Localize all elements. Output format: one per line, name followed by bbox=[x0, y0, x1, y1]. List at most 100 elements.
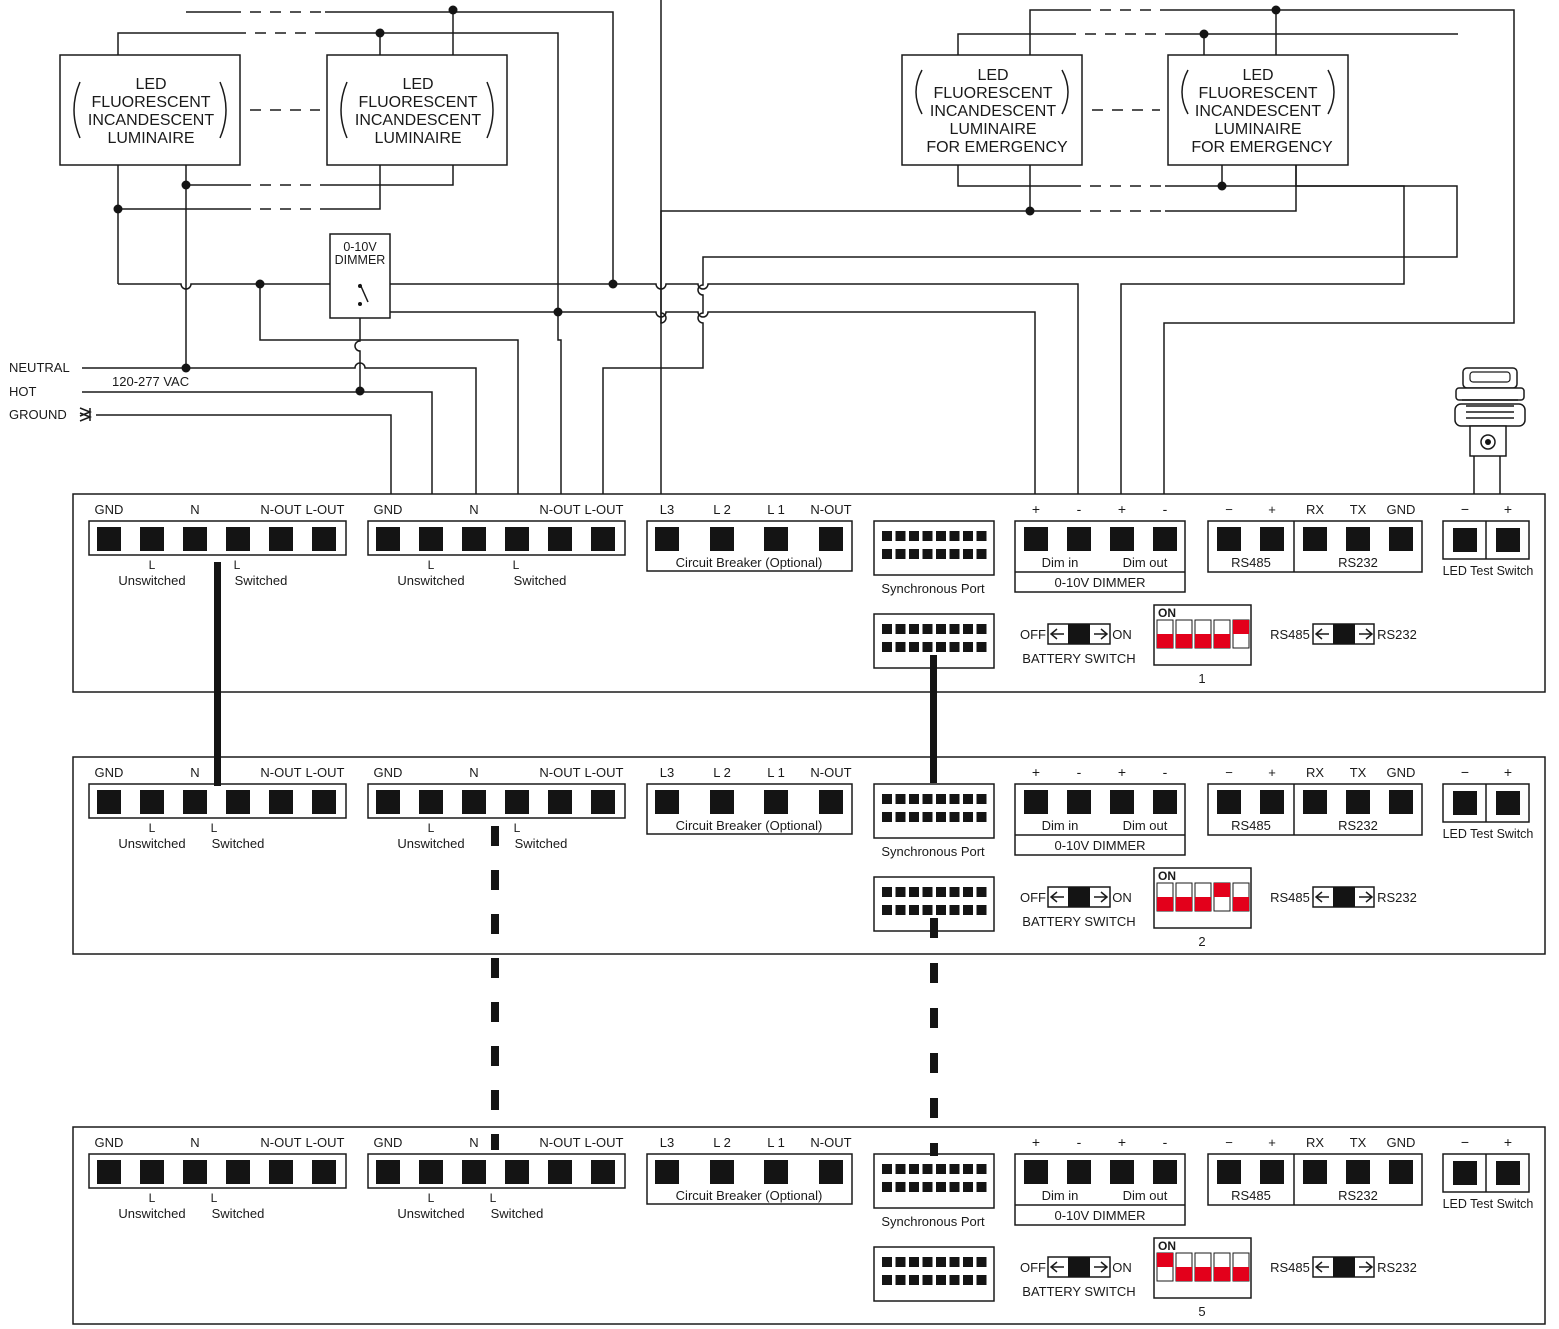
terminal-header: GND bbox=[95, 502, 124, 517]
dimmer-sign: - bbox=[1163, 501, 1168, 517]
hot-label: HOT bbox=[9, 384, 37, 399]
terminal-screw bbox=[183, 1160, 207, 1184]
terminal-screw bbox=[462, 790, 486, 814]
terminal-header: GND bbox=[374, 1135, 403, 1150]
arrow-right-icon bbox=[1359, 1261, 1374, 1273]
dip-lever bbox=[1233, 620, 1249, 634]
breaker-terminal bbox=[710, 1160, 734, 1184]
port-pin bbox=[895, 794, 906, 804]
switched-label: Switched bbox=[212, 836, 265, 851]
port-pin bbox=[895, 642, 906, 652]
port-pin bbox=[922, 1164, 933, 1174]
terminal-screw bbox=[462, 1160, 486, 1184]
port-pin bbox=[922, 887, 933, 897]
luminaire-line: FOR EMERGENCY bbox=[926, 139, 1068, 156]
comm-header: RX bbox=[1306, 502, 1324, 517]
switched-l-label: L bbox=[211, 1191, 218, 1205]
dip-lever bbox=[1214, 1267, 1230, 1281]
port-pin bbox=[922, 531, 933, 541]
terminal-screw bbox=[419, 527, 443, 551]
breaker-terminal bbox=[655, 1160, 679, 1184]
terminal-header: N bbox=[190, 1135, 199, 1150]
breaker-terminal bbox=[819, 1160, 843, 1184]
port-pin bbox=[922, 812, 933, 822]
terminal-header: GND bbox=[95, 765, 124, 780]
arrow-left-icon bbox=[1049, 628, 1064, 640]
battery-switch-knob bbox=[1068, 1257, 1090, 1277]
terminal-screw bbox=[312, 790, 336, 814]
port-pin bbox=[949, 642, 960, 652]
comm-header: TX bbox=[1350, 502, 1367, 517]
terminal-screw bbox=[97, 790, 121, 814]
dip-lever bbox=[1157, 1253, 1173, 1267]
port-pin bbox=[909, 1182, 919, 1192]
terminal-strip bbox=[367, 1153, 626, 1189]
port-pin bbox=[909, 642, 919, 652]
dim-out-label: Dim out bbox=[1123, 555, 1168, 570]
led-test-pushbutton-icon bbox=[1454, 367, 1526, 457]
dimmer-sign: + bbox=[1118, 1134, 1126, 1150]
synchronous-port-1[interactable] bbox=[873, 1153, 995, 1209]
led-test-terminal bbox=[1453, 791, 1477, 815]
port-pin bbox=[895, 1275, 906, 1285]
comm-header: GND bbox=[1387, 502, 1416, 517]
port-pin bbox=[949, 794, 960, 804]
terminal-header: N bbox=[469, 502, 478, 517]
breaker-header: L 1 bbox=[767, 502, 785, 517]
terminal-screw bbox=[183, 527, 207, 551]
led-test-terminal bbox=[1453, 1161, 1477, 1185]
luminaire-line: INCANDESCENT bbox=[930, 103, 1056, 120]
address-dip-switch[interactable]: ON1 bbox=[1153, 604, 1252, 686]
arrow-left-icon bbox=[1049, 891, 1064, 903]
selector-rs232-label: RS232 bbox=[1377, 627, 1417, 642]
dip-on-label: ON bbox=[1158, 606, 1176, 620]
dip-lever bbox=[1176, 634, 1192, 648]
terminal-screw bbox=[376, 790, 400, 814]
synchronous-port-2[interactable] bbox=[873, 1246, 995, 1302]
comm-terminal bbox=[1260, 1160, 1284, 1184]
breaker-terminal bbox=[764, 1160, 788, 1184]
comm-terminal bbox=[1389, 527, 1413, 551]
breaker-header: N-OUT bbox=[810, 1135, 851, 1150]
switched-label: Switched bbox=[515, 836, 568, 851]
terminal-screw bbox=[140, 1160, 164, 1184]
breaker-header: L 2 bbox=[713, 502, 731, 517]
address-dip-switch[interactable]: ON2 bbox=[1153, 867, 1252, 949]
rs232-label: RS232 bbox=[1338, 818, 1378, 833]
led-sign: − bbox=[1461, 501, 1469, 517]
terminal-screw bbox=[312, 527, 336, 551]
dip-lever bbox=[1195, 897, 1211, 911]
breaker-terminal bbox=[819, 527, 843, 551]
synchronous-port-1[interactable] bbox=[873, 783, 995, 839]
synchronous-port-1[interactable] bbox=[873, 520, 995, 576]
battery-on-label: ON bbox=[1112, 890, 1132, 905]
battery-switch-caption: BATTERY SWITCH bbox=[1022, 914, 1135, 929]
switched-l-label: L bbox=[211, 821, 218, 835]
terminal-screw bbox=[505, 1160, 529, 1184]
dip-on-label: ON bbox=[1158, 869, 1176, 883]
terminal-strip bbox=[367, 520, 626, 556]
comm-terminal bbox=[1260, 527, 1284, 551]
terminal-header: N-OUT bbox=[539, 502, 580, 517]
port-pin bbox=[949, 1257, 960, 1267]
terminal-header: GND bbox=[95, 1135, 124, 1150]
port-pin bbox=[882, 549, 892, 559]
selector-knob bbox=[1333, 1257, 1355, 1277]
port-pin bbox=[882, 794, 892, 804]
address-dip-switch[interactable]: ON5 bbox=[1153, 1237, 1252, 1319]
dimmer-sign: - bbox=[1163, 764, 1168, 780]
terminal-screw bbox=[312, 1160, 336, 1184]
unswitched-label: Unswitched bbox=[118, 1206, 185, 1221]
arrow-left-icon bbox=[1314, 891, 1329, 903]
port-pin bbox=[895, 624, 906, 634]
synchronous-port-group: Synchronous Port bbox=[873, 520, 995, 669]
wiring-lines bbox=[79, 0, 1515, 527]
